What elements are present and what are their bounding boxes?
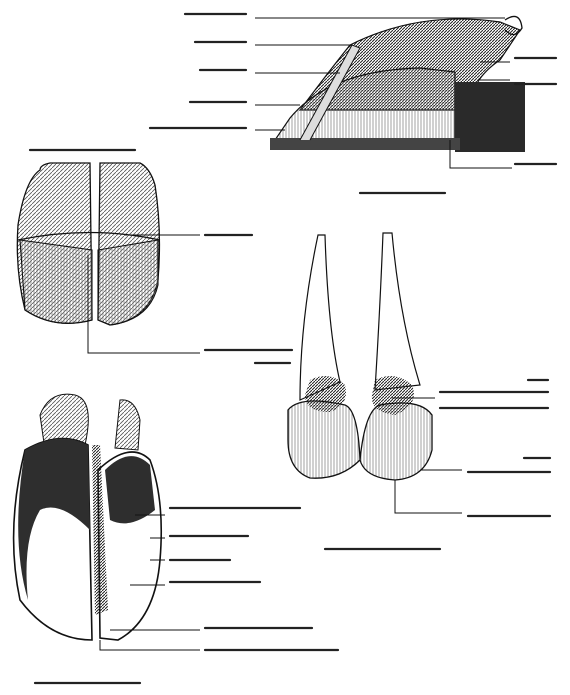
sole-right-wall-fill <box>105 456 155 523</box>
lateral-heel-block <box>455 82 525 152</box>
rear-left-bone <box>300 235 340 400</box>
rear-right-bone <box>375 233 420 390</box>
rear-heel-outline <box>288 401 432 480</box>
front-hoof-right <box>98 240 158 325</box>
front-label-marks <box>205 235 292 363</box>
rear-label-marks <box>325 380 550 549</box>
lateral-ground-strip <box>270 138 460 150</box>
front-view-figure <box>17 150 292 363</box>
rear-leader-3 <box>395 480 462 513</box>
sole-leader-6 <box>100 640 200 650</box>
rear-view-figure <box>288 233 550 549</box>
lateral-view-figure <box>150 14 556 193</box>
front-hoof-left <box>20 240 92 323</box>
lateral-hoof-wall <box>275 68 455 140</box>
